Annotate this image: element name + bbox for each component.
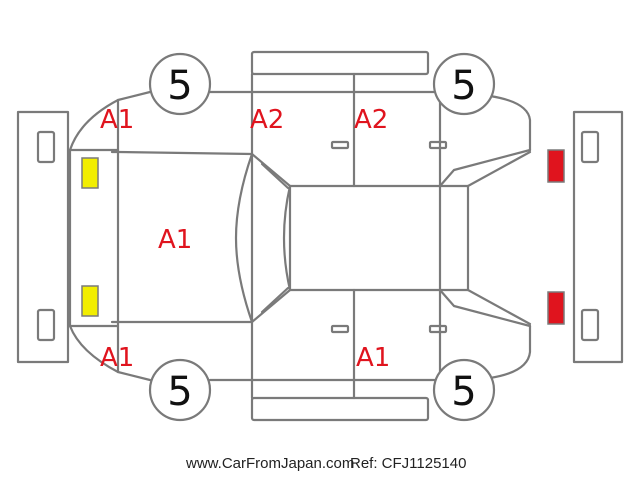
footer-ref: Ref: CFJ1125140	[350, 455, 466, 472]
footer-site: www.CarFromJapan.com	[185, 455, 354, 472]
left-side-sill	[250, 50, 430, 76]
tire-front-right-grade: 5	[167, 369, 192, 415]
front-right-lamp	[81, 285, 99, 317]
tire-front-left-grade: 5	[167, 63, 192, 109]
front-bumper	[16, 110, 70, 364]
tire-front-left: 5	[148, 52, 212, 116]
damage-code-front-right-fender: A1	[100, 343, 134, 373]
tire-rear-right-grade: 5	[451, 369, 476, 415]
tire-rear-left-grade: 5	[451, 63, 476, 109]
tire-rear-left: 5	[432, 52, 496, 116]
damage-code-hood: A1	[158, 225, 192, 255]
rear-right-lamp	[547, 291, 565, 325]
front-left-lamp	[81, 157, 99, 189]
tail-lamps	[547, 149, 565, 325]
car-body-outline	[68, 72, 532, 400]
tire-front-right: 5	[148, 358, 212, 422]
rear-bumper	[572, 110, 624, 364]
damage-code-front-left-fender: A1	[100, 105, 134, 135]
tire-rear-right: 5	[432, 358, 496, 422]
rear-left-lamp	[547, 149, 565, 183]
damage-code-front-left-door: A2	[250, 105, 284, 135]
right-side-sill	[250, 396, 430, 422]
damage-code-rear-right-door: A1	[356, 343, 390, 373]
headlamps	[81, 157, 99, 317]
damage-code-rear-left-door: A2	[354, 105, 388, 135]
